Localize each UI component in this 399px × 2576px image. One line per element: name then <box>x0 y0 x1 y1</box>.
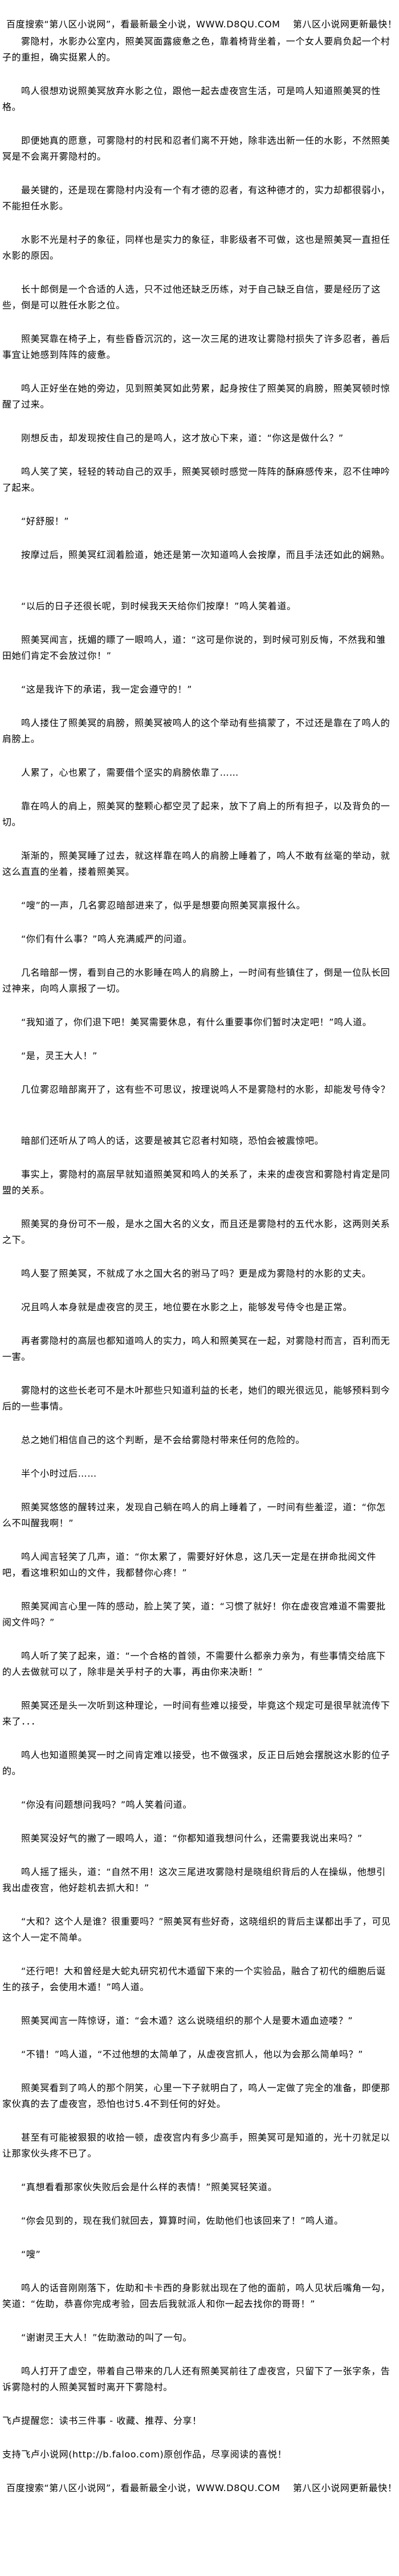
paragraph: 渐渐的，照美冥睡了过去，就这样靠在鸣人的肩膀上睡着了，鸣人不敢有丝毫的举动，就这… <box>2 850 390 877</box>
paragraph: 几名暗部一愣，看到自己的水影睡在鸣人的肩膀上，一时间有些镇住了，倒是一位队长回过… <box>2 967 390 994</box>
paragraph: 鸣人正好坐在她的旁边，见到照美冥如此劳累，起身按住了照美冥的肩膀，照美冥顿时惊醒… <box>2 383 390 410</box>
paragraph: 甚至有可能被狠狠的收拾一顿，虚夜宫内有多少高手，照美冥可是知道的，光十刃就足以让… <box>2 2132 390 2159</box>
paragraph: “你会见到的，现在我们就回去，算算时间，佐助他们也该回来了！”鸣人道。 <box>21 2215 344 2226</box>
paragraph: 鸣人摇了摇头，道：“自然不用！这次三尾进攻雾隐村是晓组织背后的人在操纵，他想引我… <box>2 1866 386 1893</box>
paragraph: 照美冥没好气的撇了一眼鸣人，道：“你都知道我想问什么，还需要我说出来吗？” <box>21 1833 363 1844</box>
paragraph: 照美冥的身份可不一般，是水之国大名的义女，而且还是雾隐村的五代水影，这两则关系之… <box>2 1218 390 1245</box>
paragraph: “好舒服！” <box>21 516 70 527</box>
paragraph: “我知道了，你们退下吧！美冥需要休息，有什么重要事你们暂时决定吧！”鸣人道。 <box>21 1017 372 1028</box>
paragraph: “以后的日子还很长呢，到时候我天天给你们按摩！”鸣人笑着道。 <box>21 601 296 612</box>
paragraph: 鸣人搂住了照美冥的肩膀，照美冥被鸣人的这个举动有些搞蒙了，不过还是靠在了鸣人的肩… <box>2 718 390 744</box>
paragraph: 照美冥看到了鸣人的那个阴笑，心里一下子就明白了，鸣人一定做了完全的准备，即便那家… <box>2 2082 390 2109</box>
paragraph: 照美冥悠悠的醒转过来，发现自己躺在鸣人的肩上睡着了，一时间有些羞涩，道：“你怎么… <box>2 1502 386 1529</box>
paragraph: 人累了，心也累了，需要借个坚实的肩膀依靠了…… <box>21 767 239 778</box>
bottom-site-banner: 百度搜索“第八区小说网”，看最新最全小说，WWW.D8QU.COM 第八区小说网… <box>6 2483 397 2493</box>
paragraph: “不错！”鸣人道，“不过他想的太简单了，从虚夜宫抓人，他以为会那么简单吗？” <box>21 2049 363 2060</box>
paragraph: 鸣人娶了照美冥，不就成了水之国大名的驸马了吗？更是成为雾隐村的水影的丈夫。 <box>21 1268 372 1279</box>
paragraph: “这是我许下的承诺，我一定会遵守的！” <box>21 684 192 695</box>
paragraph: 按摩过后，照美冥红润着脸道，她还是第一次知道鸣人会按摩，而且手法还如此的娴熟。 <box>21 549 390 560</box>
paragraph: 照美冥闻言，抚媚的瞟了一眼鸣人，道：“这可是你说的，到时候可别反悔，不然我和雏田… <box>2 634 386 661</box>
paragraph: 照美冥闻言心里一阵的感动，脸上笑了笑，道：“习惯了就好！你在虚夜宫难道不需要批阅… <box>2 1601 386 1628</box>
paragraph: 刚想反击，却发现按住自己的是鸣人，这才放心下来，道：“你这是做什么？” <box>21 433 344 443</box>
top-site-banner: 百度搜索“第八区小说网”，看最新最全小说，WWW.D8QU.COM 第八区小说网… <box>6 19 397 30</box>
paragraph: 半个小时过后…… <box>21 1468 97 1479</box>
paragraph: 照美冥闻言一阵惊讶，道：“会木遁？这么说晓组织的那个人是要木遁血迹喽？” <box>21 2015 353 2026</box>
paragraph: 鸣人听了笑了起来，道：“一个合格的首领，不需要什么都亲力亲为，有些事情交给底下的… <box>2 1650 386 1677</box>
paragraph: “还行吧！大和曾经是大蛇丸研究初代木遁留下来的一个实验品，融合了初代的细胞后诞生… <box>2 1966 386 1992</box>
paragraph: 靠在鸣人的肩上，照美冥的整颗心都空灵了起来，放下了肩上的所有担子，以及背负的一切… <box>2 801 390 828</box>
chapter-text: 雾隐村，水影办公室内，照美冥面露疲惫之色，靠着椅背坐着，一个女人要肩负起一个村子… <box>2 34 392 2395</box>
paragraph: 暗部们还听从了鸣人的话，这要是被其它忍者村知晓，恐怕会被震惊吧。 <box>21 1135 324 1146</box>
paragraph: 鸣人也知道照美冥一时之间肯定难以接受，也不做强求，反正日后她会摆脱这水影的位子的… <box>2 1750 390 1776</box>
paragraph: “真想看看那家伙失败后会是什么样的表情！”照美冥轻笑道。 <box>21 2182 278 2192</box>
paragraph: 几位雾忍暗部离开了，这有些不可思议，按理说鸣人不是雾隐村的水影，却能发号侍令？ <box>21 1084 390 1095</box>
paragraph: “是，灵王大人！” <box>21 1050 97 1061</box>
paragraph: 再者雾隐村的高层也都知道鸣人的实力，鸣人和照美冥在一起，对雾隐村而言，百利而无一… <box>2 1335 390 1362</box>
paragraph: 鸣人笑了笑，轻轻的转动自己的双手，照美冥顿时感觉一阵阵的酥麻感传来，忍不住呻吟了… <box>2 466 390 493</box>
paragraph: 鸣人打开了虚空，带着自己带来的几人还有照美冥前往了虚夜宫，只留下了一张字条，告诉… <box>2 2366 390 2392</box>
paragraph: “大和？这个人是谁？很重要吗？”照美冥有些好奇，这晓组织的背后主谋都出手了，可见… <box>2 1916 391 1943</box>
paragraph: “谢谢灵王大人！”佐助激动的叫了一句。 <box>21 2332 192 2343</box>
paragraph: 总之她们相信自己的这个判断，是不会给雾隐村带来任何的危险的。 <box>21 1434 306 1445</box>
paragraph: 雾隐村的这些长老可不是木叶那些只知道利益的长老，她们的眼光很远见，能够预料到今后… <box>2 1385 390 1412</box>
paragraph: “嗖”的一声，几名雾忍暗部进来了，似乎是想要向照美冥禀报什么。 <box>21 900 306 911</box>
paragraph: 照美冥还是头一次听到这种理论，一时间有些难以接受，毕竟这个规定可是很早就流传下来… <box>2 1700 390 1727</box>
paragraph: 鸣人的话音刚刚落下，佐助和卡卡西的身影就出现在了他的面前，鸣人见状后嘴角一勾，笑… <box>2 2282 390 2309</box>
paragraph: 鸣人闻言轻笑了几声，道：“你太累了，需要好好休息，这几天一定是在拼命批阅文件吧，… <box>2 1551 377 1578</box>
paragraph: 长十郎倒是一个合适的人选，只不过他还缺乏历练，对于自己缺乏自信，要是经历了这些，… <box>2 284 381 311</box>
paragraph: 鸣人很想劝说照美冥放弃水影之位，跟他一起去虚夜宫生活，可是鸣人知道照美冥的性格。 <box>2 85 381 112</box>
paragraph: “你没有问题想问我吗？”鸣人笑着问道。 <box>21 1799 192 1810</box>
paragraph: 水影不光是村子的象征，同样也是实力的象征，非影级者不可做，这也是照美冥一直担任水… <box>2 234 390 261</box>
footer-support-link[interactable]: 支持飞卢小说网(http://b.faloo.com)原创作品，尽享阅读的喜悦！ <box>2 2449 287 2460</box>
paragraph: 事实上，雾隐村的高层早就知道照美冥和鸣人的关系了，未来的虚夜宫和雾隐村肯定是同盟… <box>2 1169 390 1196</box>
paragraph: 即便她真的愿意，可雾隐村的村民和忍者们离不开她，除非选出新一任的水影，不然照美冥… <box>2 135 390 162</box>
paragraph: “你们有什么事？”鸣人充满威严的问道。 <box>21 934 192 944</box>
footer-reminder: 飞卢提醒您：读书三件事 - 收藏、推荐、分享！ <box>2 2415 202 2426</box>
paragraph: 况且鸣人本身就是虚夜宫的灵王，地位要在水影之上，能够发号侍令也是正常。 <box>21 1302 353 1313</box>
paragraph: “嗖” <box>21 2249 41 2260</box>
paragraph: 最关键的，还是现在雾隐村内没有一个有才德的忍者，有这种德才的，实力却都很弱小，不… <box>2 185 390 211</box>
paragraph: 照美冥靠在椅子上，有些昏昏沉沉的，这一次三尾的进攻让雾隐村损失了许多忍者，善后事… <box>2 333 390 360</box>
paragraph: 雾隐村，水影办公室内，照美冥面露疲惫之色，靠着椅背坐着，一个女人要肩负起一个村子… <box>2 36 390 63</box>
